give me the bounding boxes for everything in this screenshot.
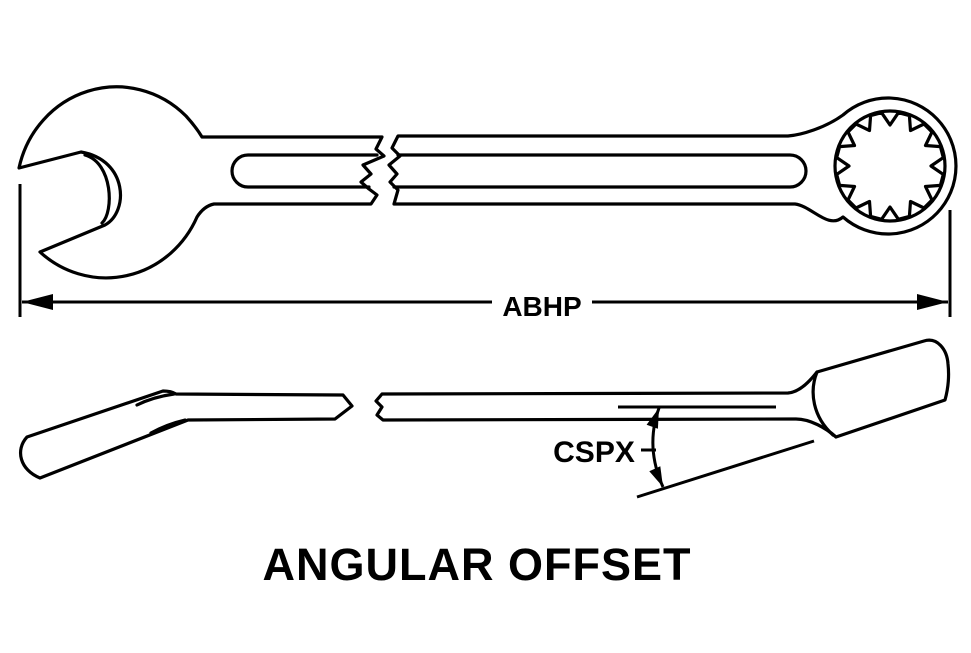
dimension-abhp: ABHP [18,184,952,322]
open-end-side-outline [18,389,354,480]
label-cspx: CSPX [553,436,635,469]
box-end-head-outline [387,96,958,236]
label-abhp: ABHP [502,291,581,322]
side-view-wrench: CSPX [18,338,951,499]
open-end-head-outline [17,85,386,280]
open-end-bottom-face-line [149,418,187,435]
caption: ANGULAR OFFSET [263,539,692,590]
jaw-throat-inner-line [83,153,111,225]
angle-arrow-down [649,466,663,487]
top-view-combination-wrench [17,85,958,280]
arrowhead-left [22,294,53,310]
box-end-side-outline [374,338,951,439]
shank-slot-right [392,153,808,189]
angle-leader-line [636,439,815,499]
arrowhead-right [917,294,948,310]
open-end-top-face-line [135,392,176,407]
box-end-spline-teeth [835,111,945,221]
shank-slot-left [230,153,379,189]
angle-arrow-up [646,408,659,429]
box-end-ring-inner [833,109,947,223]
box-end-neck-arc [811,370,835,437]
